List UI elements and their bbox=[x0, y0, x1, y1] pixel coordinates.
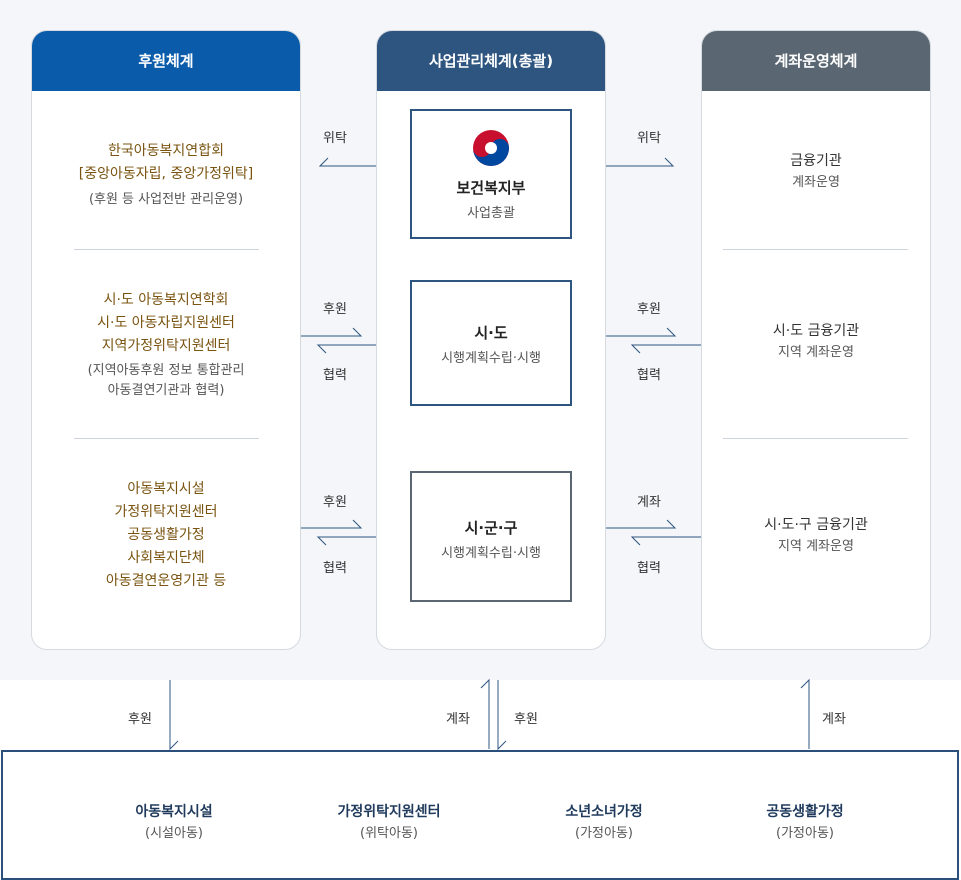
label-right-delegate: 위탁 bbox=[637, 131, 661, 146]
sponsor-group-line: 시·도 아동자립지원센터 bbox=[97, 315, 235, 331]
arrow-right-cooperate-2 bbox=[630, 536, 701, 546]
label-bottom-account-2: 계좌 bbox=[822, 712, 846, 727]
management-column-title: 사업관리체계(총괄) bbox=[377, 31, 605, 91]
beneficiary-name: 공동생활가정 bbox=[766, 804, 844, 820]
beneficiary-item: 공동생활가정 (가정아동) bbox=[705, 802, 905, 846]
sponsor-group-note: (지역아동후원 정보 통합관리 bbox=[87, 363, 245, 378]
sponsor-group-local: 아동복지시설 가정위탁지원센터 공동생활가정 사회복지단체 아동결연운영기관 등 bbox=[31, 478, 301, 593]
ministry-box: 보건복지부 사업총괄 bbox=[410, 109, 572, 239]
account-group-title: 시·도 금융기관 bbox=[772, 323, 860, 339]
sponsor-group-line: 지역가정위탁지원센터 bbox=[101, 338, 231, 354]
arrow-left-sponsor-1 bbox=[301, 327, 363, 337]
account-group-subtitle: 계좌운영 bbox=[792, 175, 840, 190]
label-bottom-sponsor-2: 후원 bbox=[514, 712, 538, 727]
sponsor-column: 후원체계 bbox=[31, 30, 301, 650]
account-group-subtitle: 지역 계좌운영 bbox=[778, 539, 854, 554]
ministry-box-subtitle: 사업총괄 bbox=[467, 206, 515, 221]
arrow-bottom-account-2 bbox=[800, 678, 810, 749]
sigungu-box-title: 시·군·구 bbox=[464, 519, 518, 537]
sponsor-group-line: 한국아동복지연합회 bbox=[108, 143, 224, 159]
beneficiaries-box bbox=[1, 750, 959, 880]
account-column-title: 계좌운영체계 bbox=[702, 31, 930, 91]
arrow-right-sponsor-1 bbox=[606, 327, 677, 337]
beneficiary-sub: (위탁아동) bbox=[360, 826, 418, 841]
account-group-financial: 금융기관 계좌운영 bbox=[701, 150, 931, 193]
account-group-sidogu: 시·도·구 금융기관 지역 계좌운영 bbox=[701, 514, 931, 557]
account-column: 계좌운영체계 bbox=[701, 30, 931, 650]
sponsor-group-national: 한국아동복지연합회 [중앙아동자립, 중앙가정위탁] (후원 등 사업전반 관리… bbox=[31, 140, 301, 210]
label-left-delegate: 위탁 bbox=[323, 131, 347, 146]
beneficiary-sub: (시설아동) bbox=[145, 826, 203, 841]
beneficiary-item: 소년소녀가정 (가정아동) bbox=[504, 802, 704, 846]
label-left-sponsor-2: 후원 bbox=[323, 495, 347, 510]
label-bottom-sponsor-1: 후원 bbox=[128, 712, 152, 727]
sponsor-group-note: 아동결연기관과 협력) bbox=[107, 383, 225, 398]
arrow-left-sponsor-2 bbox=[301, 519, 363, 529]
sponsor-column-title: 후원체계 bbox=[32, 31, 300, 91]
arrow-bottom-account-1 bbox=[480, 678, 490, 749]
beneficiary-name: 아동복지시설 bbox=[135, 804, 213, 820]
sponsor-group-line: [중앙아동자립, 중앙가정위탁] bbox=[78, 166, 254, 182]
sido-box-title: 시·도 bbox=[474, 324, 508, 342]
divider bbox=[723, 438, 908, 439]
beneficiary-item: 가정위탁지원센터 (위탁아동) bbox=[289, 802, 489, 846]
sido-box: 시·도 시행계획수립·시행 bbox=[410, 280, 572, 406]
beneficiary-sub: (가정아동) bbox=[575, 826, 633, 841]
arrow-left-cooperate-1 bbox=[316, 344, 376, 354]
label-left-cooperate-2: 협력 bbox=[323, 561, 347, 576]
sponsor-group-line: 사회복지단체 bbox=[127, 550, 205, 566]
beneficiary-item: 아동복지시설 (시설아동) bbox=[74, 802, 274, 846]
sponsor-group-line: 가정위탁지원센터 bbox=[114, 504, 218, 520]
sigungu-box: 시·군·구 시행계획수립·시행 bbox=[410, 471, 572, 602]
beneficiary-sub: (가정아동) bbox=[776, 826, 834, 841]
label-right-account: 계좌 bbox=[637, 495, 661, 510]
sponsor-group-line: 시·도 아동복지연학회 bbox=[103, 292, 229, 308]
arrow-right-account bbox=[606, 519, 677, 529]
divider bbox=[74, 249, 259, 250]
label-right-sponsor-1: 후원 bbox=[637, 302, 661, 317]
sponsor-group-line: 아동복지시설 bbox=[127, 481, 205, 497]
account-group-title: 시·도·구 금융기관 bbox=[764, 517, 868, 533]
label-right-cooperate-1: 협력 bbox=[637, 368, 661, 383]
label-left-cooperate-1: 협력 bbox=[323, 368, 347, 383]
account-group-subtitle: 지역 계좌운영 bbox=[778, 345, 854, 360]
account-group-sido: 시·도 금융기관 지역 계좌운영 bbox=[701, 320, 931, 363]
arrow-right-delegate bbox=[606, 157, 675, 167]
sponsor-group-regional: 시·도 아동복지연학회 시·도 아동자립지원센터 지역가정위탁지원센터 (지역아… bbox=[31, 289, 301, 401]
taegeuk-emblem-icon bbox=[473, 130, 509, 166]
arrow-right-cooperate-1 bbox=[630, 344, 701, 354]
beneficiary-name: 소년소녀가정 bbox=[565, 804, 643, 820]
arrow-bottom-sponsor-1 bbox=[169, 680, 179, 751]
ministry-box-title: 보건복지부 bbox=[456, 179, 526, 197]
sponsor-group-line: 아동결연운영기관 등 bbox=[105, 573, 227, 589]
label-left-sponsor-1: 후원 bbox=[323, 302, 347, 317]
arrow-bottom-sponsor-2 bbox=[497, 680, 507, 751]
label-bottom-account-1: 계좌 bbox=[446, 712, 470, 727]
sigungu-box-subtitle: 시행계획수립·시행 bbox=[441, 546, 541, 561]
arrow-left-cooperate-2 bbox=[316, 536, 376, 546]
beneficiary-name: 가정위탁지원센터 bbox=[337, 804, 441, 820]
sponsor-group-line: 공동생활가정 bbox=[127, 527, 205, 543]
sponsor-group-note: (후원 등 사업전반 관리운영) bbox=[88, 192, 244, 207]
arrow-left-delegate bbox=[318, 157, 376, 167]
divider bbox=[723, 249, 908, 250]
account-group-title: 금융기관 bbox=[790, 153, 842, 169]
sido-box-subtitle: 시행계획수립·시행 bbox=[441, 351, 541, 366]
label-right-cooperate-2: 협력 bbox=[637, 561, 661, 576]
divider bbox=[74, 438, 259, 439]
